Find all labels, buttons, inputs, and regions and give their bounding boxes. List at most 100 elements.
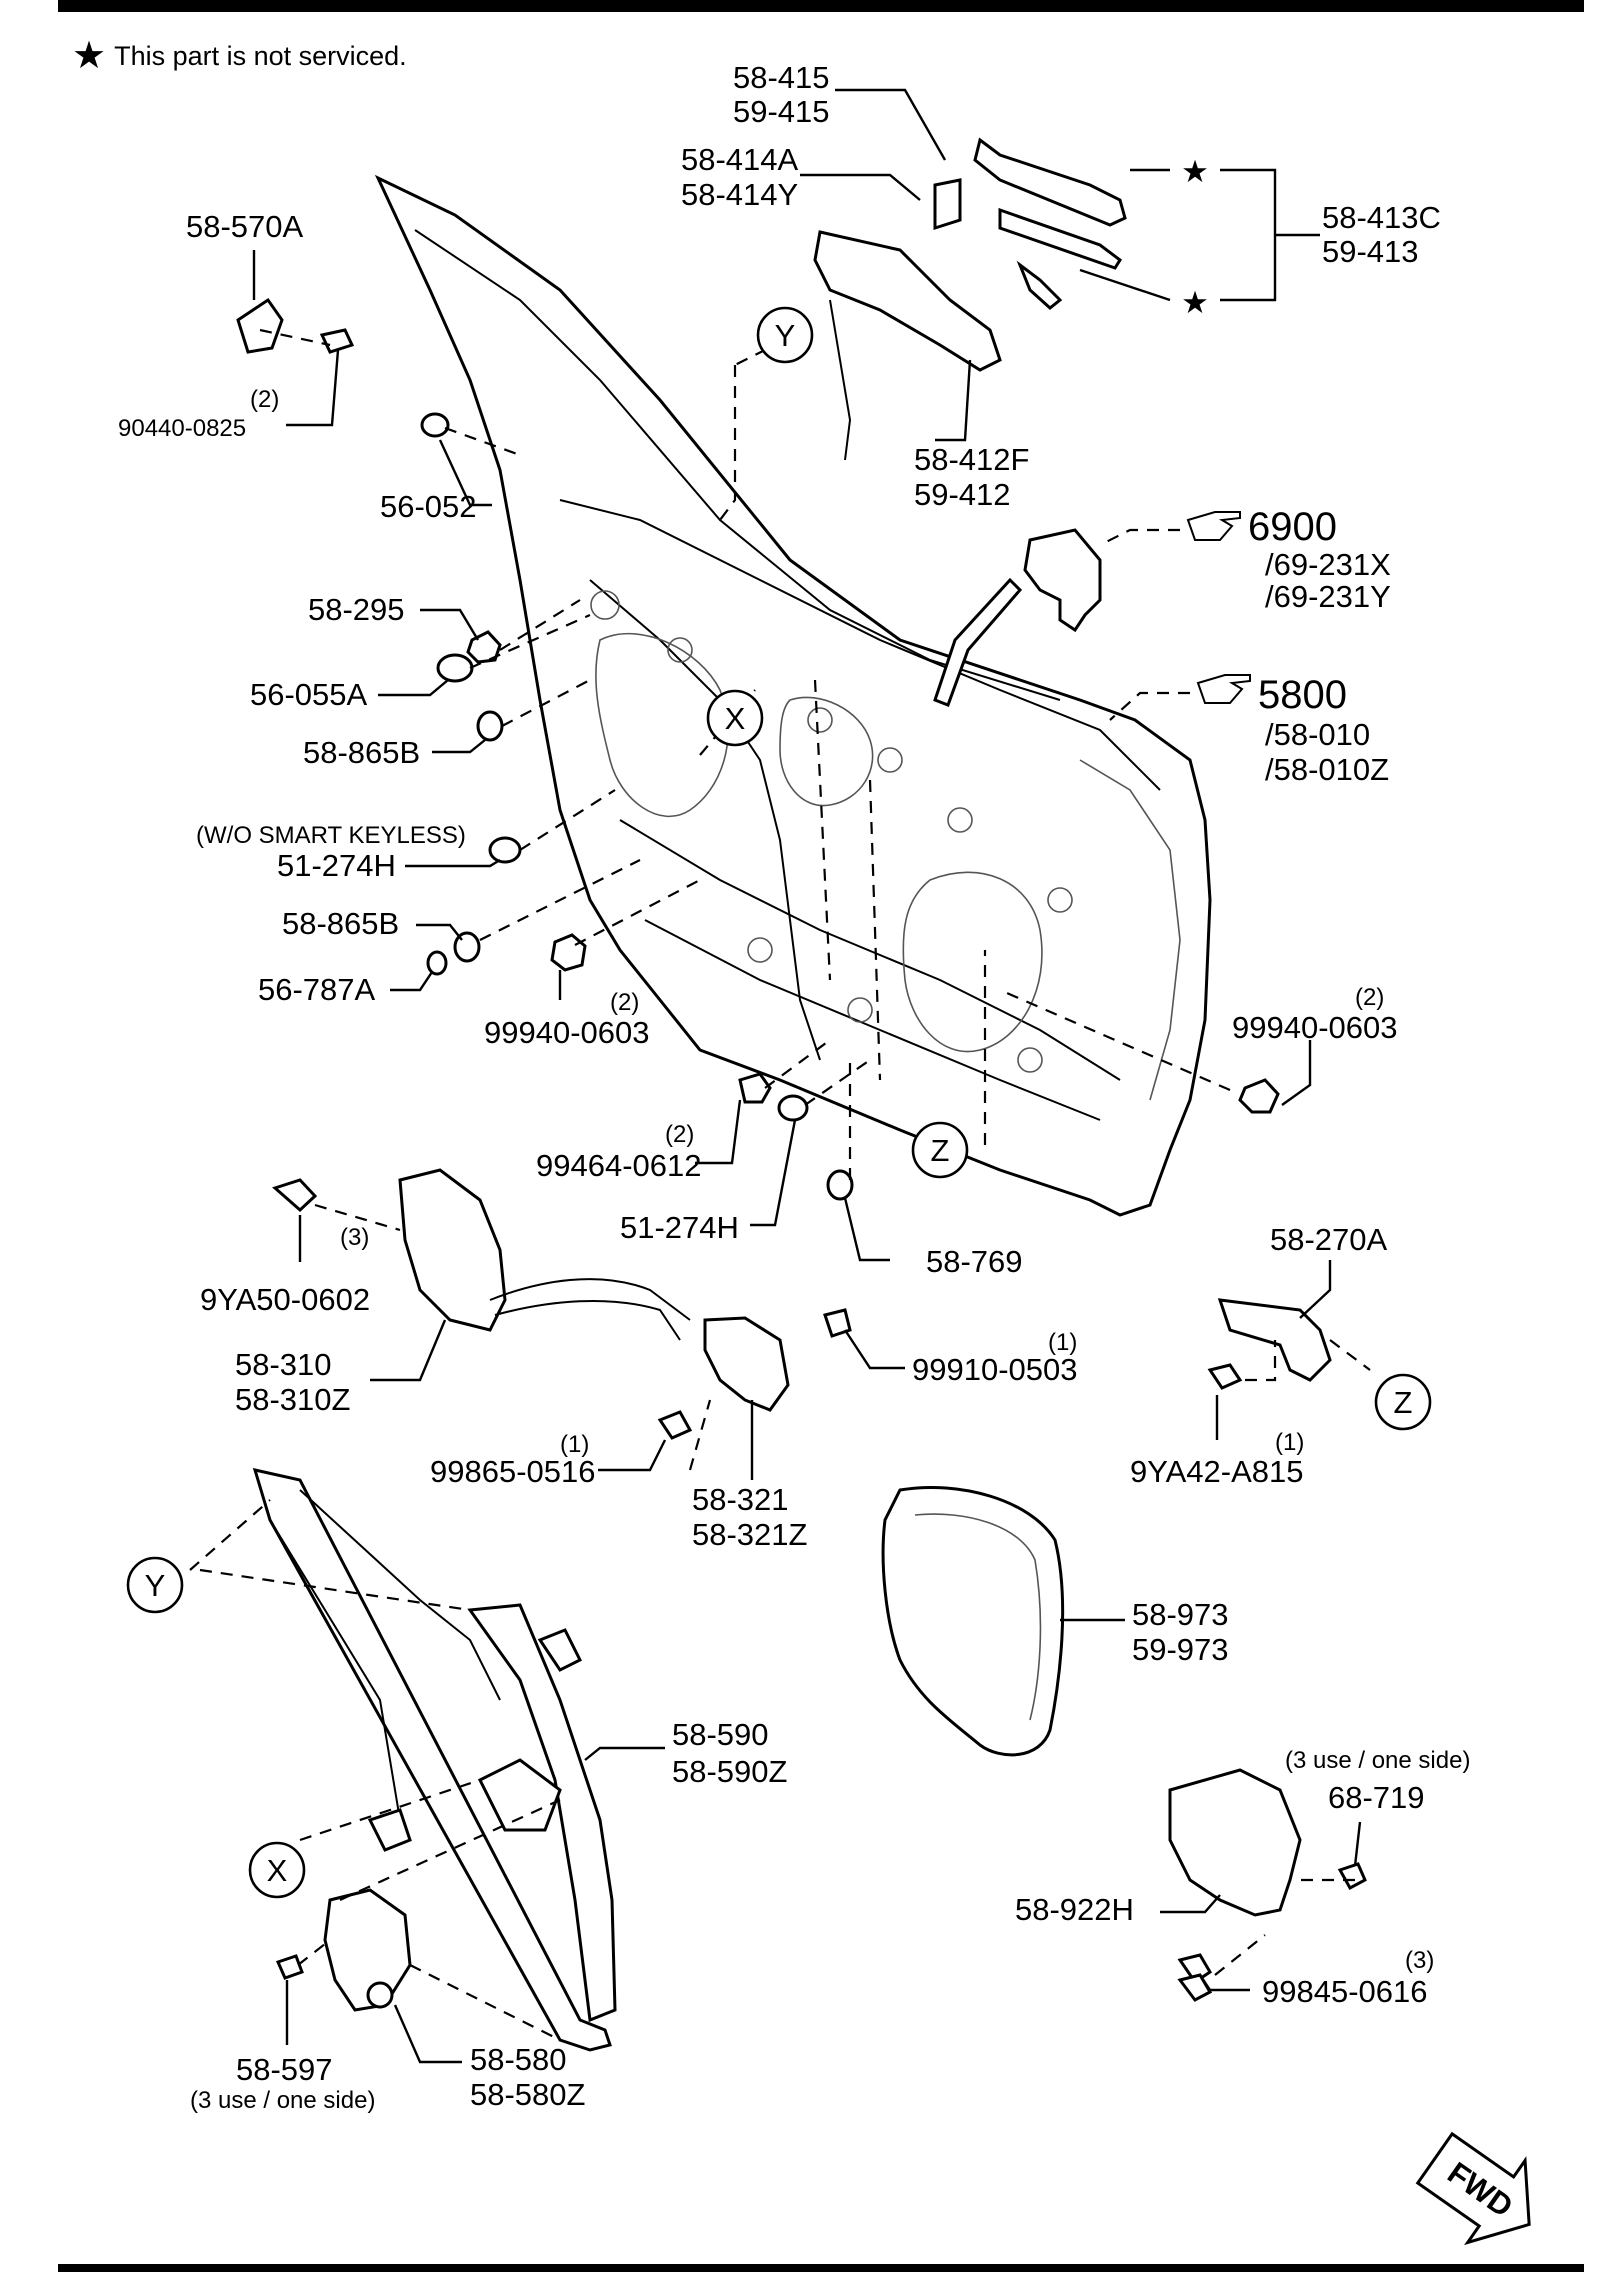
label-58-414A: 58-414A — [681, 142, 799, 177]
pointing-hand-icon — [1186, 511, 1241, 541]
bolt-58-597 — [275, 1954, 304, 1980]
svg-text:Z: Z — [1394, 1385, 1413, 1420]
label-58-310Z: 58-310Z — [235, 1382, 350, 1417]
top-border — [58, 0, 1584, 12]
label-use-note-58-597: (3 use / one side) — [190, 2087, 375, 2114]
connector-x-top: X — [706, 689, 764, 747]
label-58-414Y: 58-414Y — [681, 177, 798, 212]
bolt-99464-0612 — [738, 1072, 772, 1104]
label-qty-99845: (3) — [1405, 1947, 1434, 1974]
label-58-010: /58-010 — [1265, 717, 1370, 752]
label-58-865B-a: 58-865B — [303, 735, 420, 770]
label-58-590: 58-590 — [672, 1717, 769, 1752]
star-icon: ★ — [1181, 154, 1209, 189]
label-58-580Z: 58-580Z — [470, 2077, 585, 2112]
label-90440-0825: 90440-0825 — [118, 415, 246, 442]
label-99865-0516: 99865-0516 — [430, 1454, 596, 1489]
label-51-274H-a: 51-274H — [277, 848, 396, 883]
label-69-231Y: /69-231Y — [1265, 579, 1391, 614]
label-59-415: 59-415 — [733, 94, 830, 129]
rod-holder-58-321 — [657, 1308, 852, 1440]
label-99845-0616: 99845-0616 — [1262, 1974, 1428, 2009]
grommet-51-274H-b — [777, 1094, 809, 1122]
star-icon: ★ — [72, 35, 107, 77]
part-labels: 58-415 59-415 58-414A 58-414Y 58-413C 59… — [118, 60, 1470, 2114]
label-56-055A: 56-055A — [250, 677, 368, 712]
svg-text:Z: Z — [931, 1133, 950, 1168]
label-qty-99464: (2) — [665, 1121, 694, 1148]
grommet-56-052 — [420, 412, 450, 438]
label-qty-99865: (1) — [560, 1431, 589, 1458]
legend: ★ This part is not serviced. — [72, 36, 407, 76]
label-58-865B-b: 58-865B — [282, 906, 399, 941]
label-58-270A: 58-270A — [1270, 1222, 1388, 1257]
label-qty-90440: (2) — [250, 386, 279, 413]
connector-z-right: Z — [1374, 1373, 1432, 1431]
label-58-590Z: 58-590Z — [672, 1754, 787, 1789]
label-58-310: 58-310 — [235, 1347, 332, 1382]
nut-99940-0603-a — [550, 933, 587, 972]
bumper-58-865B-a — [476, 710, 504, 742]
label-58-321Z: 58-321Z — [692, 1517, 807, 1552]
bolt-99845-0616 — [1177, 1973, 1213, 2002]
label-58-570A: 58-570A — [186, 209, 304, 244]
outer-handle — [933, 137, 1127, 310]
label-9YA50-0602: 9YA50-0602 — [200, 1282, 370, 1317]
label-58-580: 58-580 — [470, 2042, 567, 2077]
clip-58-570A — [236, 297, 284, 354]
label-58-010Z: /58-010Z — [1265, 752, 1389, 787]
label-56-787A: 56-787A — [258, 972, 376, 1007]
label-59-973: 59-973 — [1132, 1632, 1229, 1667]
label-58-769: 58-769 — [926, 1244, 1023, 1279]
label-99940-0603-b: 99940-0603 — [1232, 1010, 1398, 1045]
nut-58-295 — [466, 630, 502, 664]
label-58-413C: 58-413C — [1322, 200, 1441, 235]
label-58-415: 58-415 — [733, 60, 830, 95]
door-shell — [374, 174, 1212, 1217]
legend-text: This part is not serviced. — [114, 40, 407, 71]
label-6900: 6900 — [1248, 505, 1337, 549]
window-regulator-58-590 — [252, 1467, 617, 2052]
connector-x-bottom: X — [248, 1841, 306, 1899]
door-lock-58-310 — [272, 1168, 691, 1341]
bracket-6900 — [1023, 528, 1102, 633]
label-qty-99940-b: (2) — [1355, 984, 1384, 1011]
label-58-597: 58-597 — [236, 2052, 333, 2087]
label-99940-0603-a: 99940-0603 — [484, 1015, 650, 1050]
check-link-58-270A — [1207, 1298, 1332, 1390]
seal-56-055A — [436, 653, 474, 683]
label-99910-0503: 99910-0503 — [912, 1352, 1078, 1387]
nut-99940-0603-b — [1238, 1078, 1280, 1114]
label-99464-0612: 99464-0612 — [536, 1148, 702, 1183]
label-use-note-68-719: (3 use / one side) — [1285, 1747, 1470, 1774]
label-51-274H-b: 51-274H — [620, 1210, 739, 1245]
service-hole-cover-58-973 — [881, 1486, 1065, 1757]
plug-58-769 — [826, 1169, 854, 1201]
connector-z-mid: Z — [911, 1121, 969, 1179]
label-qty-9YA50: (3) — [340, 1224, 369, 1251]
label-59-413: 59-413 — [1322, 234, 1419, 269]
label-58-295: 58-295 — [308, 592, 405, 627]
regulator-motor-58-580 — [323, 1888, 412, 2012]
insertion-arrow — [933, 577, 1023, 707]
plug-56-787A — [426, 950, 448, 976]
fwd-arrow-icon: FWD — [1415, 2131, 1531, 2246]
star-icon: ★ — [1181, 285, 1209, 320]
label-wo-smart-keyless: (W/O SMART KEYLESS) — [196, 822, 466, 849]
label-58-412F: 58-412F — [914, 442, 1029, 477]
label-68-719: 68-719 — [1328, 1780, 1425, 1815]
grommet-51-274H-a — [488, 836, 522, 864]
label-56-052: 56-052 — [380, 489, 477, 524]
pointing-hand-icon — [1196, 674, 1251, 704]
speaker-bracket-58-922H — [1168, 1768, 1367, 1985]
svg-text:X: X — [725, 701, 746, 736]
assembly-dashes — [189, 328, 1371, 2041]
label-58-973: 58-973 — [1132, 1597, 1229, 1632]
label-qty-99940-a: (2) — [610, 989, 639, 1016]
connector-y-bottom: Y — [126, 1556, 184, 1614]
label-59-412: 59-412 — [914, 477, 1011, 512]
svg-text:X: X — [267, 1853, 288, 1888]
label-5800: 5800 — [1258, 673, 1347, 717]
label-qty-99910: (1) — [1048, 1329, 1077, 1356]
